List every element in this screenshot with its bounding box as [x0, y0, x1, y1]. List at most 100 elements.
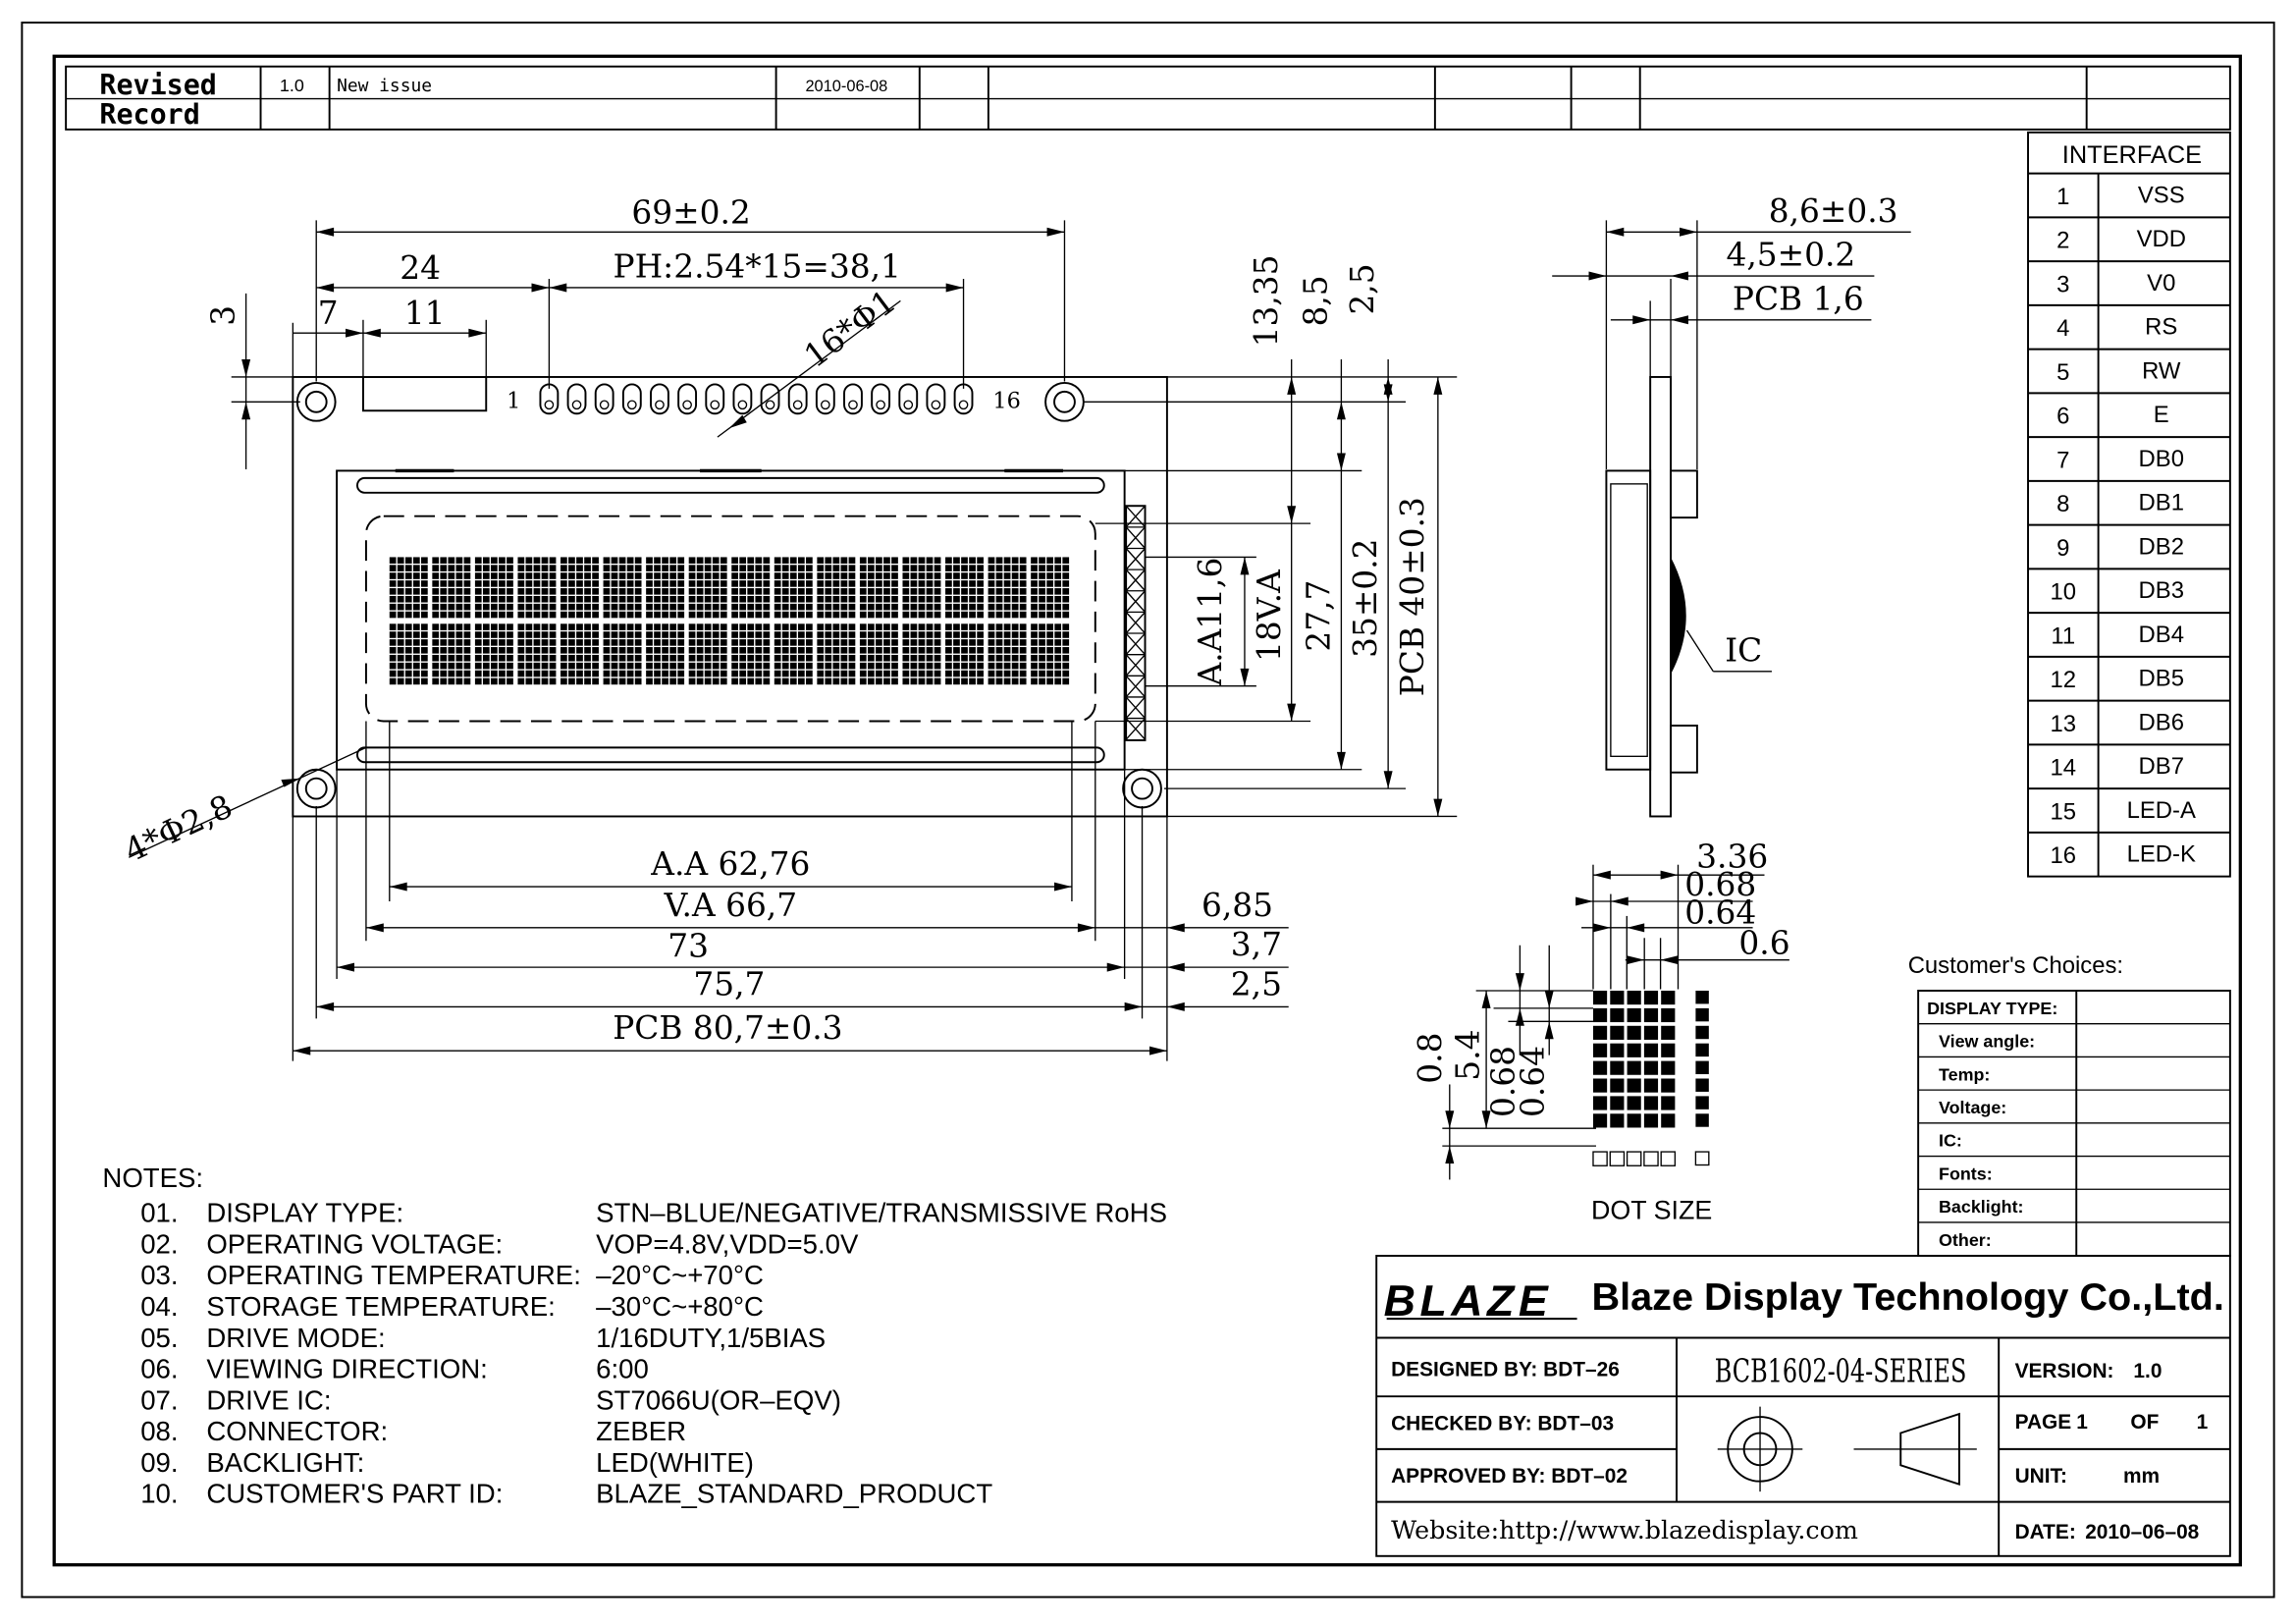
- title-block: BLAZE Blaze Display Technology Co.,Ltd. …: [1375, 1255, 2231, 1557]
- lcd-character-cell: [517, 557, 557, 619]
- notes-title: NOTES:: [102, 1163, 203, 1193]
- note-value: 6:00: [596, 1354, 649, 1384]
- dot-pixel: [1661, 1060, 1676, 1075]
- note-number: 08.: [140, 1416, 178, 1446]
- dim-7: 7: [318, 295, 339, 332]
- interface-pin-number: 10: [2051, 579, 2077, 606]
- cursor-dot: [1592, 1151, 1608, 1166]
- interface-pin-signal: VDD: [2137, 226, 2186, 252]
- interface-pin-signal: DB3: [2139, 577, 2184, 604]
- side-view: IC 8,6±0.3 4,5±0.2 PCB 1,6: [1552, 192, 1911, 818]
- customer-choice-label: Backlight:: [1939, 1197, 2023, 1217]
- side-lcd-glass: [1605, 469, 1652, 771]
- dot-pixel: [1661, 990, 1676, 1005]
- pin-last-label: 16: [992, 388, 1020, 413]
- note-number: 06.: [140, 1354, 178, 1384]
- dim-1335: 13,35: [1248, 254, 1285, 347]
- lcd-character-cell: [432, 623, 471, 685]
- date-value: 2010–06–08: [2085, 1521, 2199, 1543]
- date-label: DATE:: [2015, 1521, 2076, 1543]
- blaze-logo: BLAZE: [1384, 1276, 1553, 1326]
- page-of: OF: [2130, 1411, 2159, 1434]
- dim-pcb-height: PCB 40±0.3: [1394, 497, 1431, 696]
- note-label: CUSTOMER'S PART ID:: [206, 1479, 503, 1509]
- dot-dim-06: 0.6: [1738, 925, 1789, 962]
- note-label: OPERATING VOLTAGE:: [206, 1228, 503, 1259]
- customer-choice-label: View angle:: [1939, 1032, 2035, 1052]
- cursor-dot: [1609, 1151, 1626, 1166]
- connector-pin: [594, 383, 614, 415]
- connector-pin: [732, 383, 753, 415]
- mount-hole-top-right: [1044, 381, 1085, 422]
- connector-pin: [898, 383, 919, 415]
- dot-pixel: [1643, 1043, 1659, 1057]
- note-value: ST7066U(OR–EQV): [596, 1384, 841, 1415]
- lcd-character-cell: [731, 623, 771, 685]
- lcd-character-cell: [517, 623, 557, 685]
- lcd-character-cell: [817, 623, 856, 685]
- interface-pin-number: 4: [2056, 315, 2069, 342]
- dot-pixel: [1661, 1043, 1676, 1057]
- dot-pixel: [1592, 1078, 1608, 1093]
- dot-pixel: [1627, 1007, 1641, 1023]
- note-value: –20°C~+70°C: [596, 1260, 764, 1290]
- note-label: BACKLIGHT:: [206, 1447, 364, 1478]
- dim-73: 73: [667, 928, 709, 965]
- interface-pin-signal: LED-K: [2127, 841, 2196, 868]
- lcd-character-cell: [945, 557, 984, 619]
- side-pin-top: [1670, 469, 1698, 519]
- viewing-area: [364, 514, 1096, 723]
- note-value: LED(WHITE): [596, 1447, 754, 1478]
- dot-pixel: [1643, 1078, 1659, 1093]
- dot-pixel: [1627, 1060, 1641, 1075]
- dim-pitch: PH:2.54*15=38,1: [614, 248, 901, 286]
- lcd-character-cell: [902, 557, 941, 619]
- notes: NOTES: 01.DISPLAY TYPE:STN–BLUE/NEGATIVE…: [102, 1163, 1167, 1509]
- connector-pin: [705, 383, 725, 415]
- dot-pixel: [1610, 1043, 1625, 1057]
- note-label: VIEWING DIRECTION:: [206, 1354, 488, 1384]
- lcd-character-cell: [774, 623, 813, 685]
- interface-pin-number: 9: [2056, 535, 2069, 562]
- approved-by: APPROVED BY: BDT–02: [1391, 1465, 1628, 1488]
- side-ic-blob: [1671, 557, 1686, 675]
- lcd-character-cell: [646, 623, 685, 685]
- customer-choices: Customer's Choices: DISPLAY TYPE:View an…: [1908, 952, 2231, 1257]
- dim-25-top: 2,5: [1344, 263, 1381, 314]
- lcd-character-cell: [988, 557, 1027, 619]
- note-value: ZEBER: [596, 1416, 686, 1446]
- dot-pixel: [1661, 1025, 1676, 1040]
- dim-35: 35±0.2: [1347, 539, 1384, 658]
- dot-pixel: [1592, 1043, 1608, 1057]
- note-number: 01.: [140, 1198, 178, 1228]
- cursor-dot: [1626, 1151, 1642, 1166]
- lcd-character-cell: [603, 557, 642, 619]
- note-number: 09.: [140, 1447, 178, 1478]
- note-label: DISPLAY TYPE:: [206, 1198, 403, 1228]
- side-ic-label: IC: [1725, 631, 1762, 669]
- side-dim-45: 4,5±0.2: [1726, 237, 1855, 274]
- interface-pin-signal: RS: [2145, 314, 2177, 341]
- dim-11: 11: [404, 295, 446, 332]
- dim-277: 27,7: [1300, 580, 1337, 652]
- interface-pin-number: 6: [2056, 404, 2069, 430]
- interface-pin-signal: V0: [2147, 270, 2175, 297]
- lcd-character-cell: [474, 623, 513, 685]
- lcd-character-cell: [561, 557, 599, 619]
- dot-pixel: [1592, 1060, 1608, 1075]
- lcd-character-cell: [817, 557, 856, 619]
- interface-pin-number: 1: [2056, 184, 2069, 210]
- interface-pin-signal: DB7: [2139, 753, 2184, 780]
- dot-pixel: [1627, 1096, 1641, 1110]
- dot-size-detail: 3.36 0.68 0.64 0.6 0.8 5.4 0.: [1412, 839, 1790, 1225]
- interface-pin-number: 5: [2056, 359, 2069, 386]
- note-number: 05.: [140, 1323, 178, 1353]
- interface-pin-signal: DB2: [2139, 533, 2184, 560]
- version-label: VERSION:: [2015, 1360, 2114, 1382]
- dot-pixel: [1661, 1078, 1676, 1093]
- dot-pixel: [1592, 1007, 1608, 1023]
- lcd-character-cell: [688, 623, 727, 685]
- dot-pixel: [1627, 1078, 1641, 1093]
- dot-dim-064-v: 0.64: [1514, 1046, 1551, 1117]
